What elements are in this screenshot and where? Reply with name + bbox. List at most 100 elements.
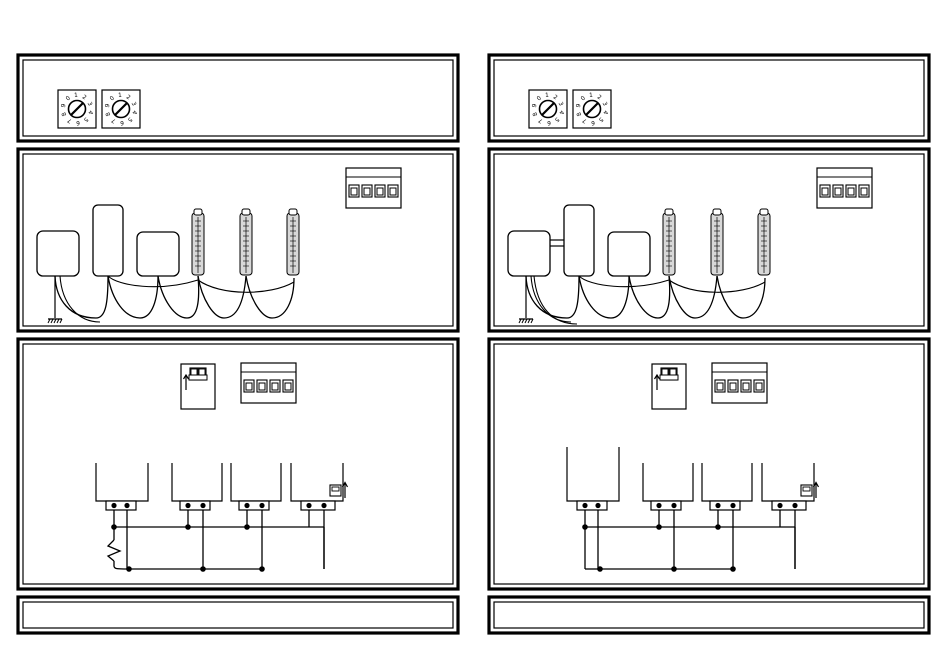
- terminal-screw: [656, 503, 661, 508]
- enclosure-box-a: [508, 231, 550, 276]
- wiring-panel-inner-border: [23, 344, 453, 584]
- tube-cap: [665, 209, 673, 215]
- enclosure-box-c: [608, 232, 650, 276]
- jumper-pin: [670, 369, 676, 375]
- wiring-panel: [489, 339, 929, 589]
- right-wiring-diagram: 01234567890123456789: [489, 55, 929, 633]
- cable-loop: [108, 276, 158, 318]
- unit-cabinet: [702, 463, 752, 501]
- cartridge-tube: [240, 209, 252, 275]
- terminal-connector: [817, 168, 872, 208]
- connector-pin: [835, 188, 841, 195]
- cartridge-tube: [758, 209, 770, 275]
- terminal-screw: [321, 503, 326, 508]
- dial-digit: 1: [74, 93, 78, 99]
- unit-cabinet: [643, 463, 693, 501]
- dial-digit: 6: [76, 119, 80, 125]
- cable-bridge: [579, 276, 669, 287]
- dial-digit: 1: [545, 93, 549, 99]
- tube-cap: [194, 209, 202, 215]
- connector-pin: [848, 188, 854, 195]
- connector-pin: [364, 188, 370, 195]
- termination-resistor: [108, 540, 120, 561]
- unit-jumper: [330, 483, 348, 499]
- connector-pin: [743, 383, 749, 390]
- wiring-panel: [18, 339, 458, 589]
- cable-loop: [526, 276, 579, 318]
- terminal-strip: [301, 501, 335, 510]
- junction-dot: [259, 566, 265, 572]
- device-unit-1: [643, 463, 693, 510]
- junction-dot: [671, 566, 677, 572]
- terminal-screw: [259, 503, 264, 508]
- enclosure-panel: [489, 149, 929, 331]
- footer-panel: [489, 597, 929, 633]
- tube-cap: [760, 209, 768, 215]
- cable-loop: [246, 276, 294, 318]
- dial-digit: 1: [589, 93, 593, 99]
- unit-cabinet: [96, 463, 148, 501]
- terminal-strip: [772, 501, 806, 510]
- jumper-pin: [662, 369, 668, 375]
- jumper-cap: [660, 375, 678, 380]
- enclosure-box-c: [137, 232, 179, 276]
- enclosure-panel: [18, 149, 458, 331]
- tube-cap: [242, 209, 250, 215]
- cartridge-tube: [192, 209, 204, 275]
- enclosure-box-a: [37, 231, 79, 276]
- connector-pin: [861, 188, 867, 195]
- cable-loop: [717, 276, 765, 318]
- footer-panel: [18, 597, 458, 633]
- junction-dot: [730, 566, 736, 572]
- connector-pin: [717, 383, 723, 390]
- device-unit-2: [702, 463, 752, 510]
- terminal-screw: [777, 503, 782, 508]
- power-unit: [567, 447, 619, 510]
- cable-loop: [629, 276, 670, 318]
- junction-dot: [715, 524, 721, 530]
- connector-pin: [351, 188, 357, 195]
- unit-cabinet: [231, 463, 281, 501]
- junction-dot: [185, 524, 191, 530]
- junction-dot: [200, 566, 206, 572]
- connector-pin: [285, 383, 291, 390]
- dial-digit: 6: [591, 119, 595, 125]
- cable-loop: [198, 276, 246, 318]
- terminal-screw: [730, 503, 735, 508]
- terminal-screw: [185, 503, 190, 508]
- terminal-screw: [671, 503, 676, 508]
- unit-jumper-cap: [332, 487, 339, 491]
- terminal-connector: [241, 363, 296, 403]
- terminal-screw: [582, 503, 587, 508]
- dial-digit: 6: [547, 119, 551, 125]
- wiring-panel-outer-border: [18, 339, 458, 589]
- terminal-screw: [715, 503, 720, 508]
- terminal-strip: [106, 501, 136, 510]
- connector-pin: [730, 383, 736, 390]
- diagram-body: 01234567890123456789: [18, 55, 458, 633]
- connector-pin: [756, 383, 762, 390]
- junction-dot: [244, 524, 250, 530]
- cable-loop: [158, 276, 199, 318]
- connector-pin: [822, 188, 828, 195]
- terminal-screw: [595, 503, 600, 508]
- jumper-block: [652, 364, 686, 409]
- cartridge-tube: [287, 209, 299, 275]
- ground-symbol: [519, 319, 533, 323]
- tube-cap: [289, 209, 297, 215]
- dial-digit: 1: [118, 93, 122, 99]
- terminal-strip: [577, 501, 607, 510]
- cable-loop: [669, 276, 717, 318]
- connector-pin: [390, 188, 396, 195]
- cable-loop: [55, 276, 108, 318]
- cable-loop: [579, 276, 629, 318]
- unit-cabinet: [172, 463, 222, 501]
- connector-pin: [259, 383, 265, 390]
- rotary-dial: 0123456789: [58, 90, 96, 128]
